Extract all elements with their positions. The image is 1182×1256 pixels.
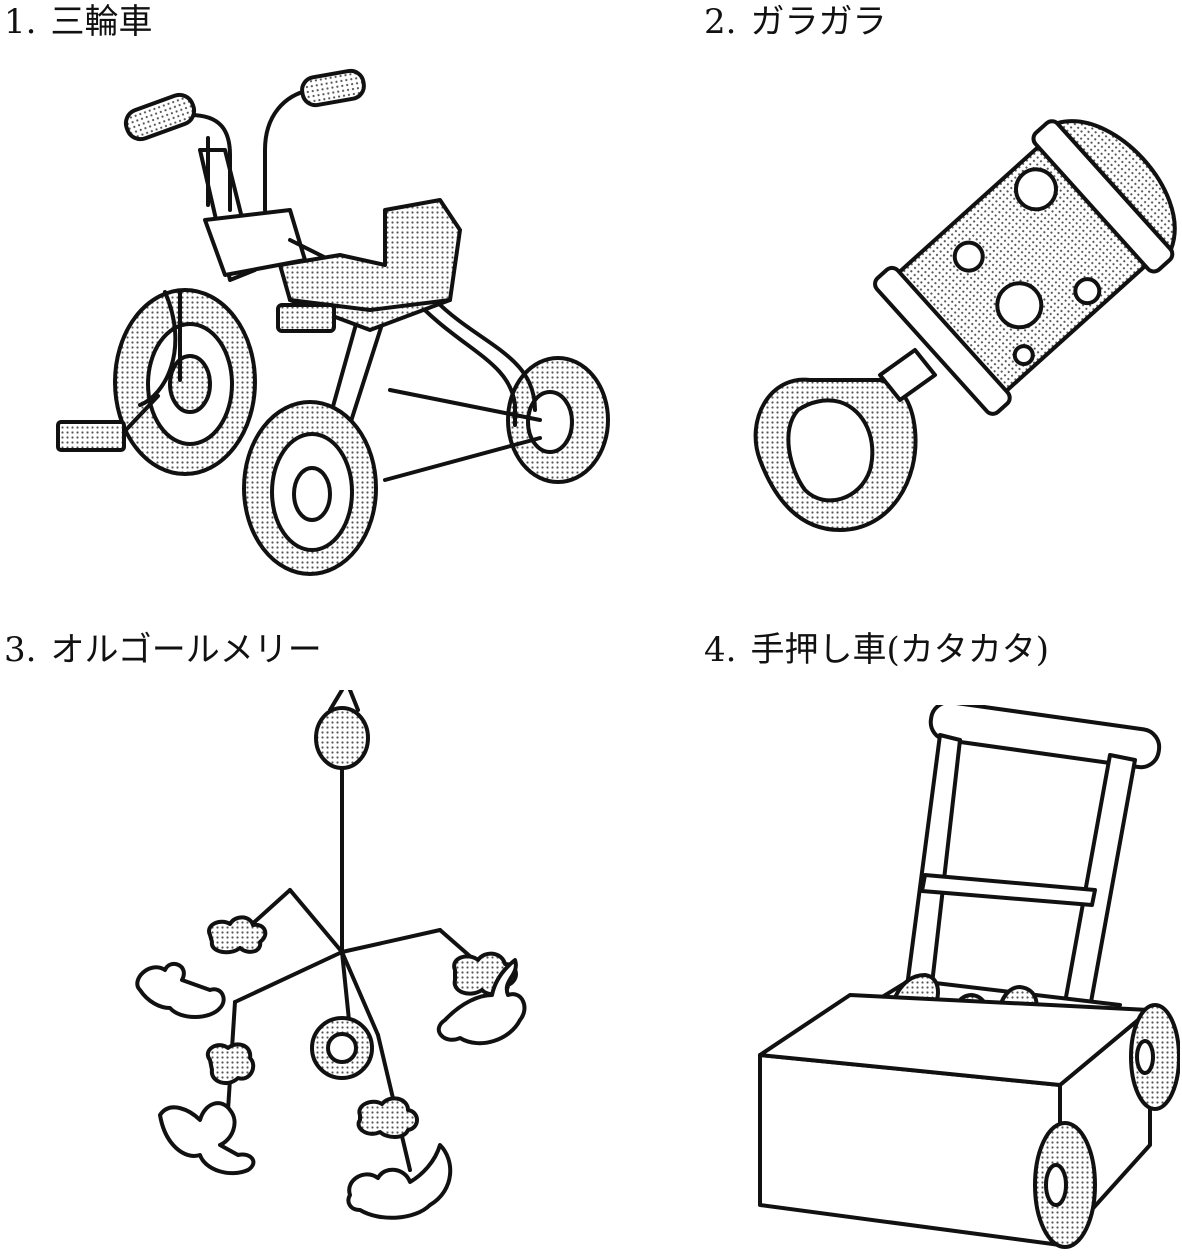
item-number: 3. — [4, 630, 37, 670]
item-number: 4. — [704, 630, 737, 670]
caption-push-cart: 4. 手押し車(カタカタ) — [704, 630, 1049, 670]
item-label: オルゴールメリー — [50, 630, 322, 670]
tricycle-illustration — [40, 60, 640, 580]
item-number: 2. — [704, 2, 737, 42]
rattle-illustration — [740, 90, 1180, 550]
item-label: ガラガラ — [750, 2, 887, 42]
item-label: 三輪車 — [50, 2, 153, 42]
caption-music-mobile: 3. オルゴールメリー — [4, 630, 322, 670]
item-number: 1. — [4, 2, 37, 42]
music-box-mobile-illustration — [110, 690, 570, 1250]
item-label: 手押し車(カタカタ) — [750, 630, 1049, 670]
caption-rattle: 2. ガラガラ — [704, 2, 886, 42]
push-cart-illustration — [740, 705, 1180, 1255]
caption-tricycle: 1. 三輪車 — [4, 2, 152, 42]
